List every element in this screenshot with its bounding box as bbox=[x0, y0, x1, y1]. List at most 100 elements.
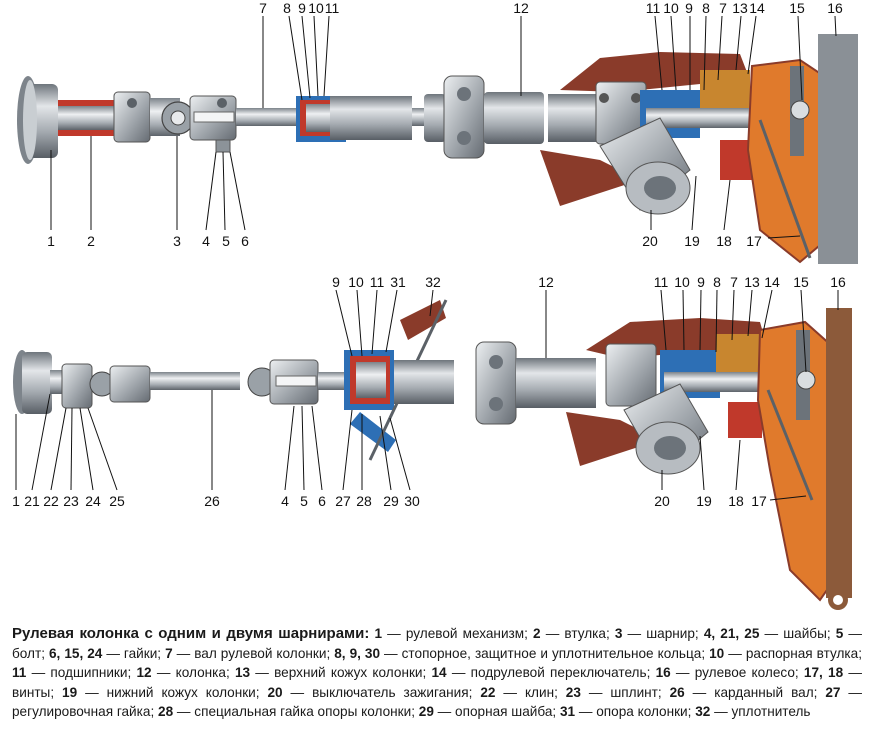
callout-18: 18 bbox=[716, 233, 732, 249]
callout-16-lower: 16 bbox=[830, 274, 846, 290]
legend-text: — гайки; bbox=[102, 645, 166, 661]
callout-5: 5 bbox=[222, 233, 230, 249]
top-assembly bbox=[17, 34, 858, 264]
legend-key: 12 bbox=[136, 665, 152, 681]
callout-20-lower: 20 bbox=[654, 493, 670, 509]
upper-housing-2 bbox=[566, 318, 814, 466]
universal-joint bbox=[113, 91, 237, 143]
callout-6: 6 bbox=[241, 233, 249, 249]
figure-caption: Рулевая колонка с одним и двумя шарнирам… bbox=[12, 624, 862, 722]
legend-key: 27 bbox=[825, 684, 841, 700]
legend-text: — клин; bbox=[495, 684, 566, 700]
legend-text: — рулевой механизм; bbox=[382, 626, 534, 641]
bolt-assembly bbox=[215, 139, 231, 153]
callout-10b: 10 bbox=[663, 0, 679, 16]
callout-14-lower: 14 bbox=[764, 274, 780, 290]
callout-16: 16 bbox=[827, 0, 843, 16]
legend-text: — стопорное, защитное и уплотнительное к… bbox=[380, 645, 710, 661]
legend-key: 20 bbox=[267, 684, 283, 700]
legend-text: — болт; bbox=[12, 626, 863, 661]
legend-key: 22 bbox=[480, 684, 496, 700]
callout-18-lower: 18 bbox=[728, 493, 744, 509]
legend-key: 10 bbox=[709, 645, 725, 661]
callout-27: 27 bbox=[335, 493, 351, 509]
legend-key: 26 bbox=[669, 684, 685, 700]
clamp-2 bbox=[475, 341, 517, 425]
callout-11b-lower: 11 bbox=[654, 274, 669, 290]
steering-mechanism bbox=[17, 76, 58, 164]
steering-column-diagram: 7 8 9 10 11 12 11 10 9 8 7 13 14 15 16 1… bbox=[12, 0, 858, 610]
legend-text: — верхний кожух колонки; bbox=[250, 665, 432, 681]
callout-17-lower: 17 bbox=[751, 493, 767, 509]
legend-key: 13 bbox=[234, 665, 251, 681]
callout-6-lower: 6 bbox=[318, 493, 326, 509]
steering-wheel bbox=[746, 34, 858, 264]
legend-text: — подрулевой переключатель; bbox=[446, 665, 656, 681]
legend-text: — рас­порная втулка; bbox=[724, 645, 862, 661]
legend-key: 2 bbox=[533, 626, 541, 641]
callout-14: 14 bbox=[749, 0, 765, 16]
callout-11b: 11 bbox=[646, 0, 661, 16]
bottom-leader-lines bbox=[15, 289, 839, 501]
legend-key: 31 bbox=[559, 704, 576, 720]
legend-text: — рулевое колесо; bbox=[670, 665, 804, 681]
callout-9b: 9 bbox=[685, 0, 693, 16]
callout-20: 20 bbox=[642, 233, 658, 249]
bottom-assembly bbox=[13, 299, 852, 610]
legend-text: — опора колонки; bbox=[575, 704, 696, 720]
legend-text: — опорная шайба; bbox=[433, 704, 560, 720]
callout-13: 13 bbox=[732, 0, 748, 16]
callout-1: 1 bbox=[47, 233, 55, 249]
callout-8: 8 bbox=[283, 0, 291, 16]
callout-15: 15 bbox=[789, 0, 805, 16]
legend-key: 7 bbox=[165, 645, 173, 661]
callout-28: 28 bbox=[356, 493, 372, 509]
callout-8b: 8 bbox=[702, 0, 710, 16]
caption-title: Рулевая колонка с одним и двумя шарнирам… bbox=[12, 625, 370, 642]
callout-7b: 7 bbox=[719, 0, 727, 16]
legend-key: 28 bbox=[158, 704, 174, 720]
legend-key: 19 bbox=[62, 684, 78, 700]
callout-4: 4 bbox=[202, 233, 210, 249]
callout-7-lower: 7 bbox=[730, 274, 738, 290]
legend-text: — втулка; bbox=[540, 626, 615, 641]
callout-24: 24 bbox=[85, 493, 101, 509]
callout-10b-lower: 10 bbox=[674, 274, 690, 290]
legend-key: 1 bbox=[374, 626, 383, 641]
callout-23: 23 bbox=[63, 493, 79, 509]
legend-text: — шплинт; bbox=[580, 684, 670, 700]
callout-9-lower: 9 bbox=[332, 274, 340, 290]
legend-key: 5 bbox=[835, 626, 844, 641]
legend-key: 3 bbox=[614, 626, 623, 641]
legend-text: — подшипники; bbox=[26, 665, 137, 681]
legend-text: — колонка; bbox=[151, 665, 235, 681]
callout-15-lower: 15 bbox=[793, 274, 809, 290]
callout-10-lower: 10 bbox=[348, 274, 364, 290]
callout-11-lower: 11 bbox=[370, 274, 385, 290]
clamp bbox=[443, 75, 485, 159]
legend-text: — винты; bbox=[12, 665, 862, 700]
legend-text: — карданный вал; bbox=[684, 684, 826, 700]
legend-text: — уп­лотнитель bbox=[710, 704, 811, 720]
legend-key: 32 bbox=[695, 704, 711, 720]
callout-25: 25 bbox=[109, 493, 125, 509]
steering-mechanism-2 bbox=[13, 350, 52, 414]
cardan-shaft bbox=[150, 372, 240, 390]
legend-text: — специальная гайка опоры колонки; bbox=[173, 704, 419, 720]
callout-5-lower: 5 bbox=[300, 493, 308, 509]
legend-key: 23 bbox=[565, 684, 581, 700]
legend-text: — шай­бы; bbox=[759, 626, 836, 641]
ignition-switch-2 bbox=[623, 383, 709, 475]
legend-key: 4, 21, 25 bbox=[703, 626, 760, 641]
callout-12: 12 bbox=[513, 0, 529, 16]
column-tube bbox=[330, 96, 412, 140]
legend-text: — шарнир; bbox=[622, 626, 704, 641]
callout-3: 3 bbox=[173, 233, 181, 249]
callout-10: 10 bbox=[308, 0, 324, 16]
callout-12-lower: 12 bbox=[538, 274, 554, 290]
callout-17: 17 bbox=[746, 233, 762, 249]
callout-9: 9 bbox=[298, 0, 306, 16]
legend-text: — регулировочная гайка; bbox=[12, 684, 862, 720]
legend-text: — выключатель зажигания; bbox=[282, 684, 481, 700]
steering-wheel-2 bbox=[756, 308, 852, 610]
